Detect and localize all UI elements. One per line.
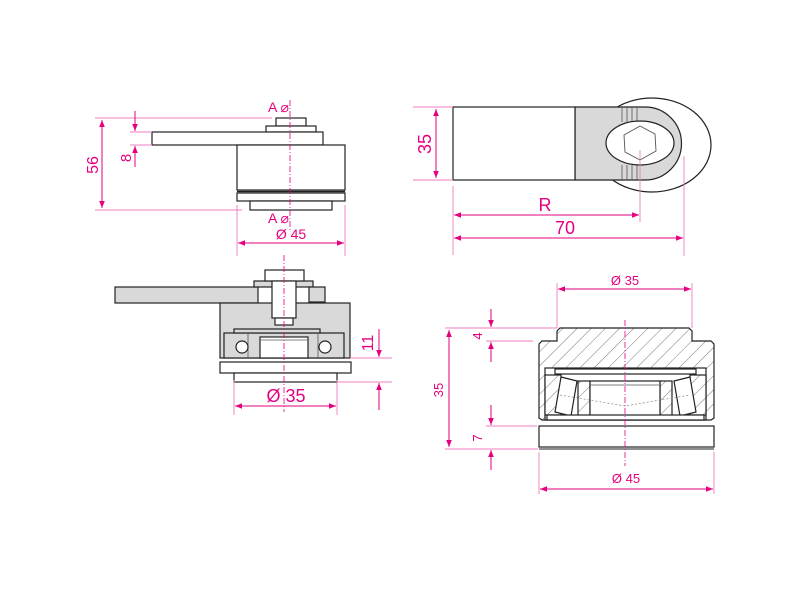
bearing-top-plate <box>554 368 697 375</box>
side-view: A ⌀ A ⌀ 56 8 Ø 45 <box>85 99 346 256</box>
dim-label-35: 35 <box>415 134 435 154</box>
dim-label-11: 11 <box>360 335 377 352</box>
dim-label-4: 4 <box>470 332 485 339</box>
base-plate <box>219 361 352 374</box>
base-plate <box>538 425 715 448</box>
stop-block <box>308 286 326 303</box>
bottom-disc <box>249 200 333 211</box>
top-view: 35 R 70 <box>413 97 712 256</box>
section-view-right: Ø 35 35 4 7 Ø 45 <box>431 273 715 494</box>
dim-label-70: 70 <box>555 218 575 238</box>
body <box>236 144 346 191</box>
bearing-plate <box>233 328 321 334</box>
dim-label-dia35: Ø 35 <box>266 386 305 406</box>
lever-arm <box>151 131 324 146</box>
dim-label-radius: R <box>539 195 552 215</box>
lower-ring <box>236 192 346 202</box>
bottom-disc <box>233 372 338 383</box>
ball-bearing-right <box>318 340 332 354</box>
dim-label-56: 56 <box>85 156 102 174</box>
dim-label-top-dia35: Ø 35 <box>611 273 639 288</box>
washer <box>265 125 317 133</box>
arm-body <box>452 106 576 181</box>
top-cap <box>275 117 307 127</box>
inner-race-right <box>659 380 673 417</box>
bolt-head <box>264 269 305 282</box>
section-mark-bottom: A ⌀ <box>268 210 289 226</box>
section-mark-top: A ⌀ <box>268 99 289 115</box>
dim-label-height-35: 35 <box>431 383 446 397</box>
ball-bearing-left <box>235 340 249 354</box>
section-view-left: 11 Ø 35 <box>114 255 392 415</box>
bearing-bottom-ring <box>546 414 705 421</box>
dim-label-7: 7 <box>470 434 485 441</box>
lever-arm <box>114 286 259 304</box>
dim-label-8: 8 <box>118 154 135 162</box>
dim-label-dia45: Ø 45 <box>276 226 307 242</box>
dim-label-bottom-dia45: Ø 45 <box>612 471 640 486</box>
